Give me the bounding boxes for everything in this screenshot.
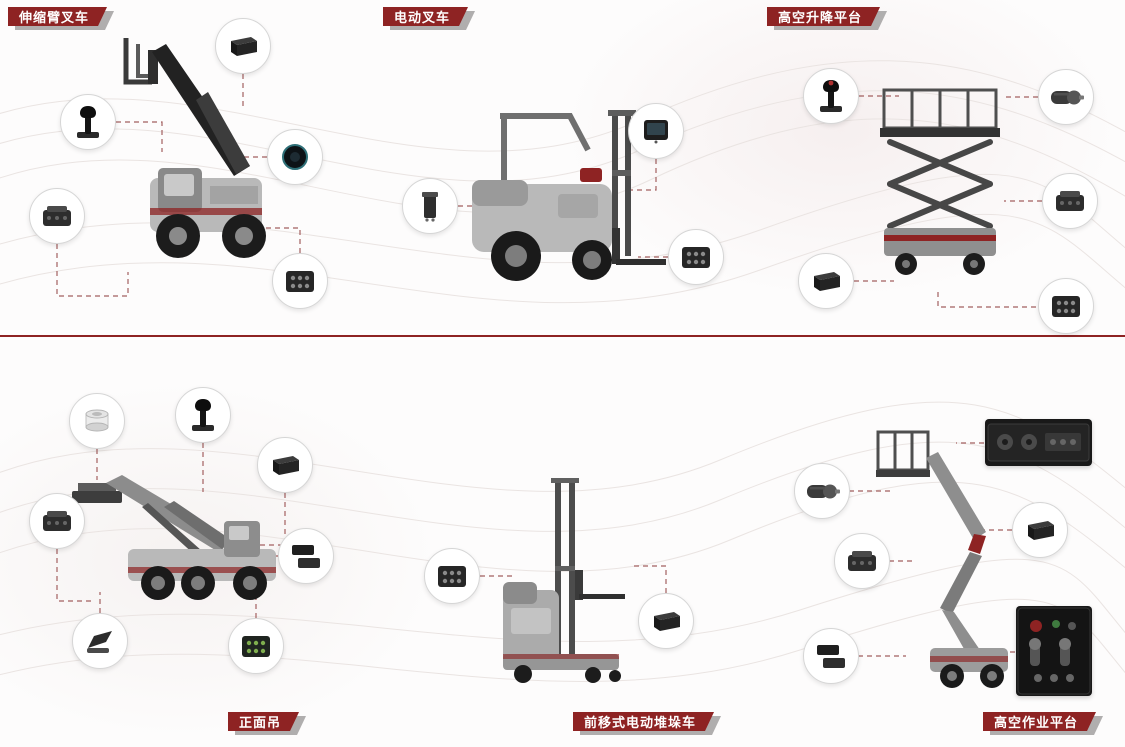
section-label: 前移式电动堆垛车 — [573, 712, 714, 731]
vehicle-articulated-boom-lift — [868, 424, 1018, 692]
vehicle-electric-forklift — [462, 110, 667, 300]
controller-icon — [37, 501, 77, 541]
section-banner-aerial-work-platform: 高空作业平台 — [983, 712, 1096, 731]
component-circle-dual-control-modules — [278, 528, 334, 584]
component-circle-power-module — [1012, 502, 1068, 558]
component-circle-joystick — [175, 387, 231, 443]
keypad-icon — [432, 556, 472, 596]
component-circle-joystick — [60, 94, 116, 150]
component-circle-controller — [29, 188, 85, 244]
power-module-icon — [806, 261, 846, 301]
control-module-icon — [811, 636, 851, 676]
section-banner-electric-forklift: 电动叉车 — [383, 7, 468, 26]
steering-dial-icon — [275, 137, 315, 177]
section-banner-reach-stacker: 正面吊 — [228, 712, 299, 731]
control-box-image — [1016, 606, 1092, 696]
foot-pedal-icon — [80, 621, 120, 661]
section-label: 高空升降平台 — [767, 7, 880, 26]
joystick-icon — [183, 395, 223, 435]
dual-control-modules-icon — [286, 536, 326, 576]
keypad-icon — [236, 626, 276, 666]
joystick-icon — [68, 102, 108, 142]
component-circle-keypad — [1038, 278, 1094, 334]
vehicle-scissor-lift — [874, 84, 1006, 294]
vehicle-reach-stacker — [72, 455, 284, 605]
component-circle-contactor — [402, 178, 458, 234]
component-circle-controller — [834, 533, 890, 589]
component-circle-display-unit — [628, 103, 684, 159]
keypad-icon — [1046, 286, 1086, 326]
control-module-icon — [223, 26, 263, 66]
vehicle-reach-truck — [497, 478, 629, 686]
component-circle-drive-motor — [794, 463, 850, 519]
section-label: 电动叉车 — [383, 7, 468, 26]
display-unit-icon — [636, 111, 676, 151]
instrument-panel-icon — [987, 423, 1090, 462]
component-circle-keypad — [668, 229, 724, 285]
drive-motor-icon — [1046, 77, 1086, 117]
control-box-icon — [1017, 607, 1091, 695]
keypad-icon — [280, 261, 320, 301]
joystick-icon — [811, 76, 851, 116]
section-banner-scissor-lift: 高空升降平台 — [767, 7, 880, 26]
instrument-panel-image — [985, 419, 1092, 466]
section-label: 高空作业平台 — [983, 712, 1096, 731]
component-circle-control-module — [215, 18, 271, 74]
component-circle-keypad — [424, 548, 480, 604]
controller-icon — [842, 541, 882, 581]
section-label: 正面吊 — [228, 712, 299, 731]
component-circle-joystick — [803, 68, 859, 124]
vehicle-telescopic-boom-forklift — [92, 30, 272, 275]
component-circle-steering-dial — [267, 129, 323, 185]
controller-icon — [1050, 181, 1090, 221]
component-circle-drive-motor — [1038, 69, 1094, 125]
component-circle-bearing-column — [69, 393, 125, 449]
section-label: 伸缩臂叉车 — [8, 7, 107, 26]
power-module-icon — [1020, 510, 1060, 550]
bearing-column-icon — [77, 401, 117, 441]
component-circle-foot-pedal — [72, 613, 128, 669]
control-module-icon — [265, 445, 305, 485]
controller-icon — [37, 196, 77, 236]
section-divider-line — [0, 335, 1125, 337]
component-circle-control-module — [803, 628, 859, 684]
contactor-icon — [410, 186, 450, 226]
component-circle-controller — [1042, 173, 1098, 229]
component-circle-drive-unit — [638, 593, 694, 649]
section-banner-telescopic-forklift: 伸缩臂叉车 — [8, 7, 107, 26]
keypad-icon — [676, 237, 716, 277]
component-circle-control-module — [257, 437, 313, 493]
drive-motor-icon — [802, 471, 842, 511]
component-circle-keypad — [228, 618, 284, 674]
section-banner-reach-truck: 前移式电动堆垛车 — [573, 712, 714, 731]
drive-unit-icon — [646, 601, 686, 641]
component-circle-keypad — [272, 253, 328, 309]
component-circle-controller — [29, 493, 85, 549]
component-circle-power-module — [798, 253, 854, 309]
